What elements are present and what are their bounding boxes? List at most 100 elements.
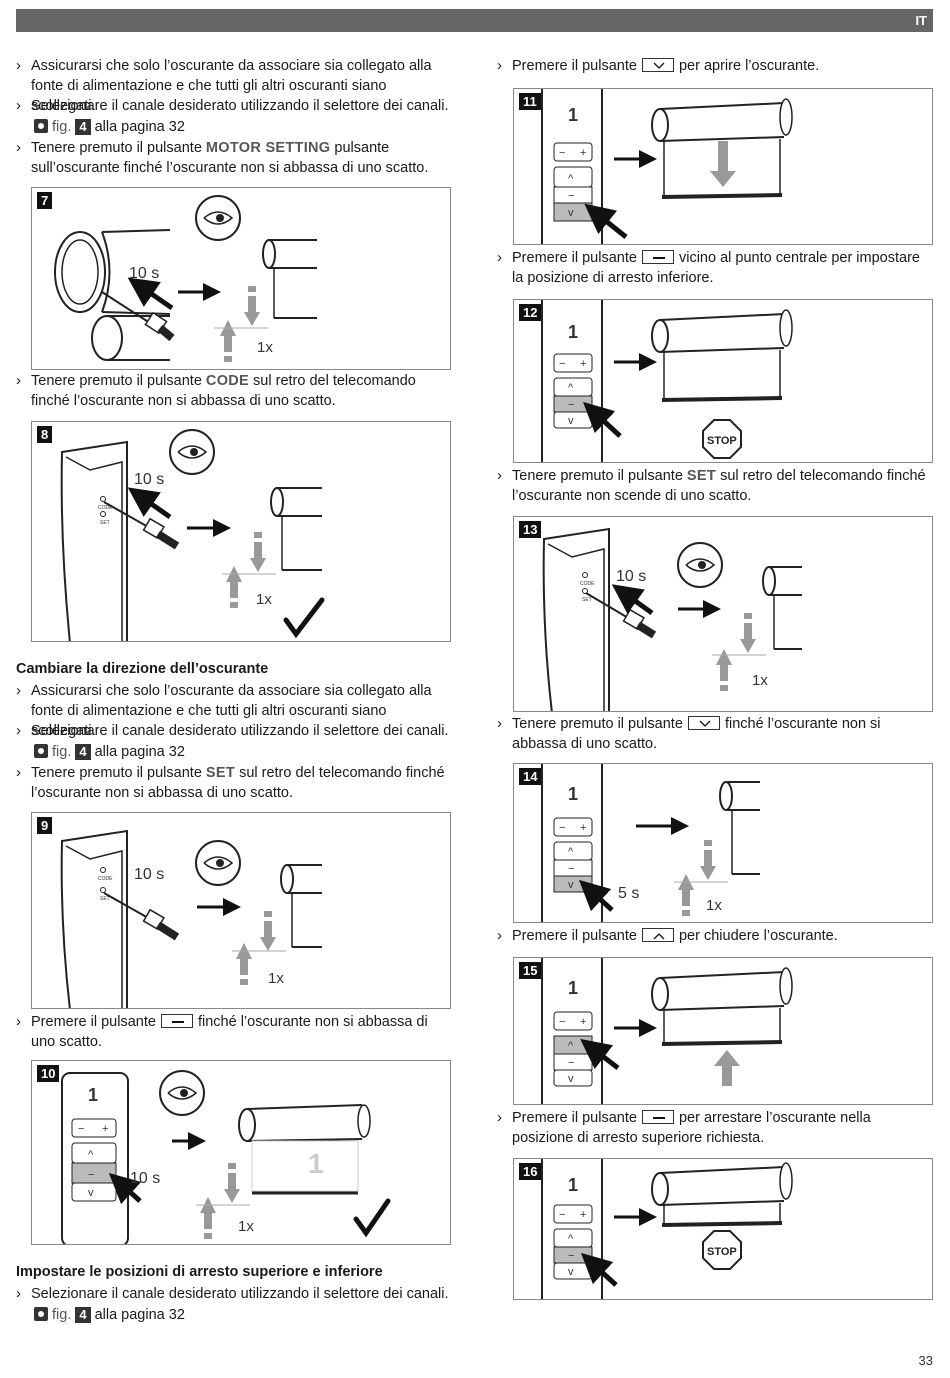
figure-number: 9 xyxy=(37,817,53,834)
checkmark-icon xyxy=(283,597,325,639)
hold-time-label: 10 s xyxy=(130,1170,160,1187)
code-hole-label: CODE xyxy=(98,876,113,882)
up-arrow-icon xyxy=(226,566,242,608)
stop-button-icon xyxy=(641,1110,674,1124)
blind-illustration xyxy=(651,309,793,402)
figure-11: 11 1 −+ ^ − v xyxy=(513,88,933,245)
code-hole-label: CODE xyxy=(580,581,595,587)
up-button-icon xyxy=(641,928,674,942)
instruction-text: pulsante sull’oscurante finché l’oscuran… xyxy=(31,140,429,176)
instruction-item: Tenere premuto il pulsante MOTOR SETTING… xyxy=(16,138,451,178)
step-count-label: 1x xyxy=(706,897,722,914)
page-reference: alla pagina 32 xyxy=(94,744,185,760)
down-button-icon xyxy=(641,58,674,72)
press-arrow-icon xyxy=(580,1252,618,1287)
screwdriver-icon xyxy=(103,501,180,550)
svg-text:v: v xyxy=(568,879,574,891)
up-arrow-icon xyxy=(236,943,252,985)
press-arrow-icon xyxy=(108,1172,142,1205)
down-arrow-icon xyxy=(250,532,266,572)
instruction-item: Premere il pulsante per arrestare l’oscu… xyxy=(497,1108,934,1148)
instruction-text: Tenere premuto il pulsante xyxy=(512,468,683,484)
blind-illustration xyxy=(719,781,760,875)
blind-illustration xyxy=(651,967,793,1046)
button-name: MOTOR SETTING xyxy=(205,140,331,156)
eye-icon xyxy=(677,542,723,588)
fig-label: fig. xyxy=(52,744,72,760)
stop-button-icon xyxy=(641,250,674,264)
instruction-item: Selezionare il canale desiderato utilizz… xyxy=(16,721,451,742)
blind-illustration xyxy=(270,487,322,571)
channel-display: 1 xyxy=(568,105,578,125)
instruction-item: Selezionare il canale desiderato utilizz… xyxy=(16,96,451,117)
blind-illustration xyxy=(651,98,793,199)
press-arrow-icon xyxy=(127,277,174,311)
channel-display: 1 xyxy=(568,978,578,998)
stop-sign-icon: STOP xyxy=(702,1230,742,1270)
fig-label: fig. xyxy=(52,1307,72,1323)
instruction-item: Premere il pulsante per chiudere l’oscur… xyxy=(497,926,934,947)
press-arrow-icon xyxy=(578,879,614,912)
step-count-label: 1x xyxy=(257,339,273,356)
section-heading: Cambiare la direzione dell’oscurante xyxy=(16,661,269,677)
figure-9: 9 CODE SET 10 s xyxy=(31,812,451,1009)
up-arrow-icon xyxy=(714,1050,740,1086)
press-arrow-icon xyxy=(127,487,172,520)
figure-10: 10 1 − + ^ − v 10 s 1 xyxy=(31,1060,451,1245)
instruction-text: Premere il pulsante xyxy=(512,58,637,74)
figure-16: 16 1 −+ ^ − v STOP xyxy=(513,1158,933,1300)
svg-text:−: − xyxy=(568,190,574,202)
figure-15: 15 1 −+ ^ − v xyxy=(513,957,933,1105)
remote-front-illustration: 1 − + ^ − v xyxy=(61,1072,129,1244)
instruction-text: vicino al punto centrale per impostare l… xyxy=(512,250,920,286)
fig-number: 4 xyxy=(75,744,91,760)
figure-number: 7 xyxy=(37,192,53,209)
remote-back-illustration: CODE SET xyxy=(542,527,610,711)
step-count-label: 1x xyxy=(752,672,768,689)
svg-text:−: − xyxy=(559,822,565,834)
svg-text:^: ^ xyxy=(88,1149,94,1161)
instruction-text: sul retro del telecomando finché l’oscur… xyxy=(31,373,416,409)
remote-back-illustration: CODE SET xyxy=(60,440,128,641)
channel-display: 1 xyxy=(88,1085,98,1105)
fig-label: fig. xyxy=(52,119,72,135)
svg-text:v: v xyxy=(568,1073,574,1085)
svg-text:−: − xyxy=(568,1057,574,1069)
svg-text:+: + xyxy=(102,1123,108,1135)
instruction-text: sul retro del telecomando finché l’oscur… xyxy=(512,468,926,504)
instruction-item: Premere il pulsante per aprire l’oscuran… xyxy=(497,56,934,77)
svg-text:−: − xyxy=(568,863,574,875)
channel-display: 1 xyxy=(568,784,578,804)
stop-sign-icon: STOP xyxy=(702,419,742,459)
button-name: SET xyxy=(205,765,236,781)
figure-13: 13 CODE SET 10 s xyxy=(513,516,933,712)
eye-icon xyxy=(195,195,241,241)
stop-button-icon xyxy=(160,1014,193,1028)
instruction-text: Premere il pulsante xyxy=(512,1110,637,1126)
page-reference: alla pagina 32 xyxy=(94,119,185,135)
svg-text:^: ^ xyxy=(568,1040,574,1052)
section-heading: Impostare le posizioni di arresto superi… xyxy=(16,1264,383,1280)
step-count-label: 1x xyxy=(268,970,284,987)
eye-icon xyxy=(195,840,241,886)
instruction-text: per arrestare l’oscurante nella posizion… xyxy=(512,1110,871,1146)
svg-text:+: + xyxy=(580,358,586,370)
blind-illustration xyxy=(651,1162,793,1227)
fig-number: 4 xyxy=(75,1307,91,1323)
instruction-text: Assicurarsi che solo l’oscurante da asso… xyxy=(31,683,432,739)
header-bar: IT xyxy=(16,9,933,32)
stop-label: STOP xyxy=(707,1246,737,1258)
instruction-text: Selezionare il canale desiderato utilizz… xyxy=(31,1286,449,1302)
figure-number: 8 xyxy=(37,426,53,443)
set-hole-label: SET xyxy=(100,896,110,902)
up-arrow-icon xyxy=(200,1197,216,1239)
hold-time-label: 10 s xyxy=(134,471,164,488)
down-arrow-icon xyxy=(740,613,756,653)
remote-front-illustration: 1 −+ ^ − v xyxy=(541,89,603,244)
press-arrow-icon xyxy=(611,584,654,616)
instruction-text: Selezionare il canale desiderato utilizz… xyxy=(31,98,449,114)
up-arrow-icon xyxy=(220,320,236,362)
